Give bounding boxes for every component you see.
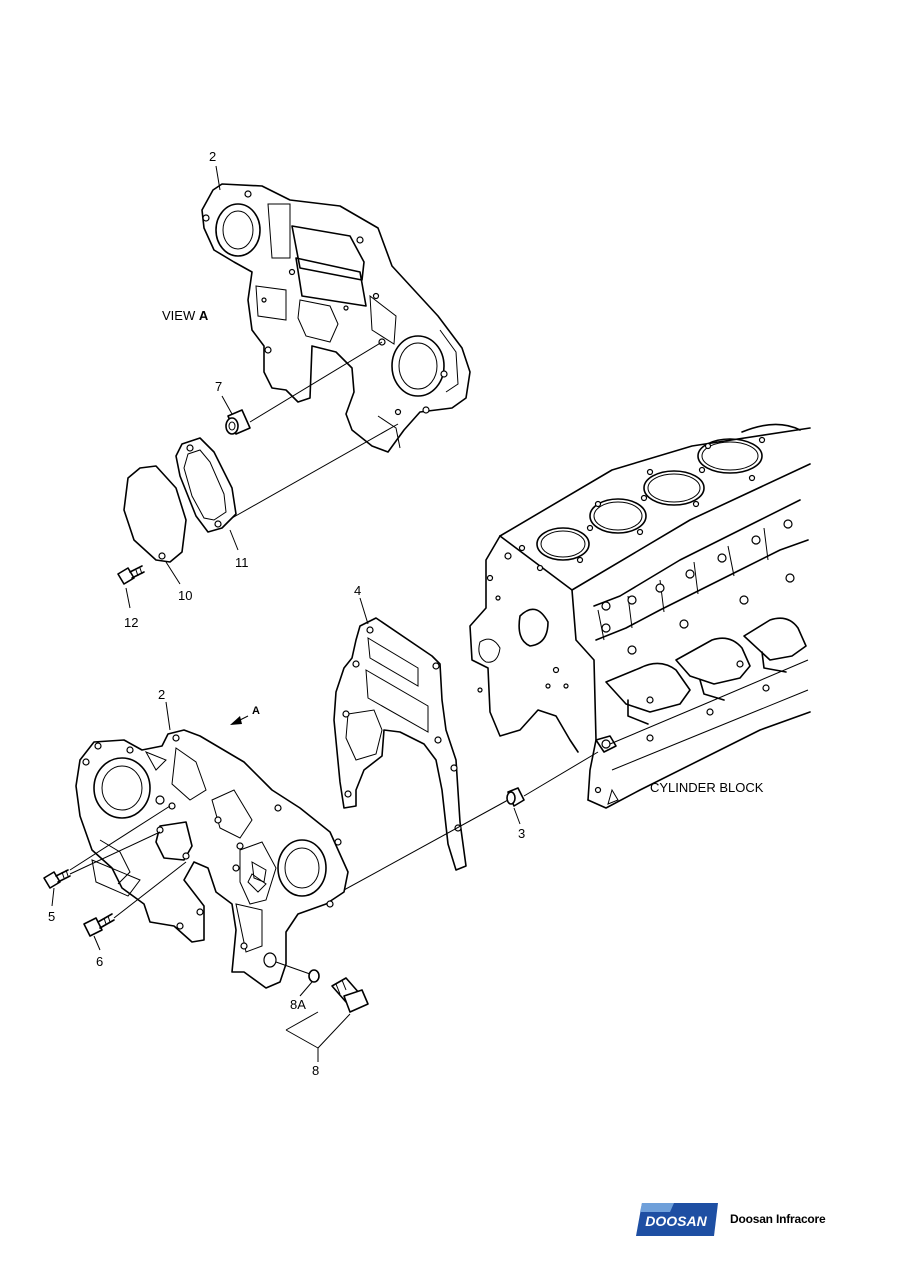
cover-plate-10 [123,465,187,563]
bolt-5 [43,869,71,889]
plug-8 [331,977,369,1013]
view-a-letter: A [198,308,209,323]
callout-11: 11 [235,555,249,570]
bushing-7 [225,409,251,435]
direction-marker-a: A [252,705,260,717]
cylinder-block [469,423,811,809]
gasket-4 [333,617,467,871]
cylinder-block-label: CYLINDER BLOCK [650,780,764,795]
callout-3: 3 [518,826,526,841]
logo-wordmark: DOOSAN [645,1213,707,1229]
callout-7: 7 [215,379,223,394]
callout-10: 10 [178,588,193,603]
view-a-word: VIEW [162,308,196,323]
seal-8a [308,969,320,983]
front-gear-case-cover [75,729,349,989]
callout-12: 12 [124,615,139,630]
bolt-12 [117,565,145,585]
callout-6: 6 [96,954,104,969]
company-name: Doosan Infracore [730,1212,826,1226]
doosan-logo: DOOSAN [636,1203,718,1236]
front-cover-view-a [201,183,471,453]
callout-5: 5 [48,909,56,924]
bushing-3 [506,787,525,807]
callout-8: 8 [312,1063,320,1078]
callout-2-bottom: 2 [158,687,166,702]
view-a-label: VIEW A [162,308,208,323]
callout-2-top: 2 [209,149,217,164]
gasket-11 [175,437,237,533]
callout-8a: 8A [290,997,306,1012]
callout-4: 4 [354,583,362,598]
bolt-6 [83,913,115,937]
